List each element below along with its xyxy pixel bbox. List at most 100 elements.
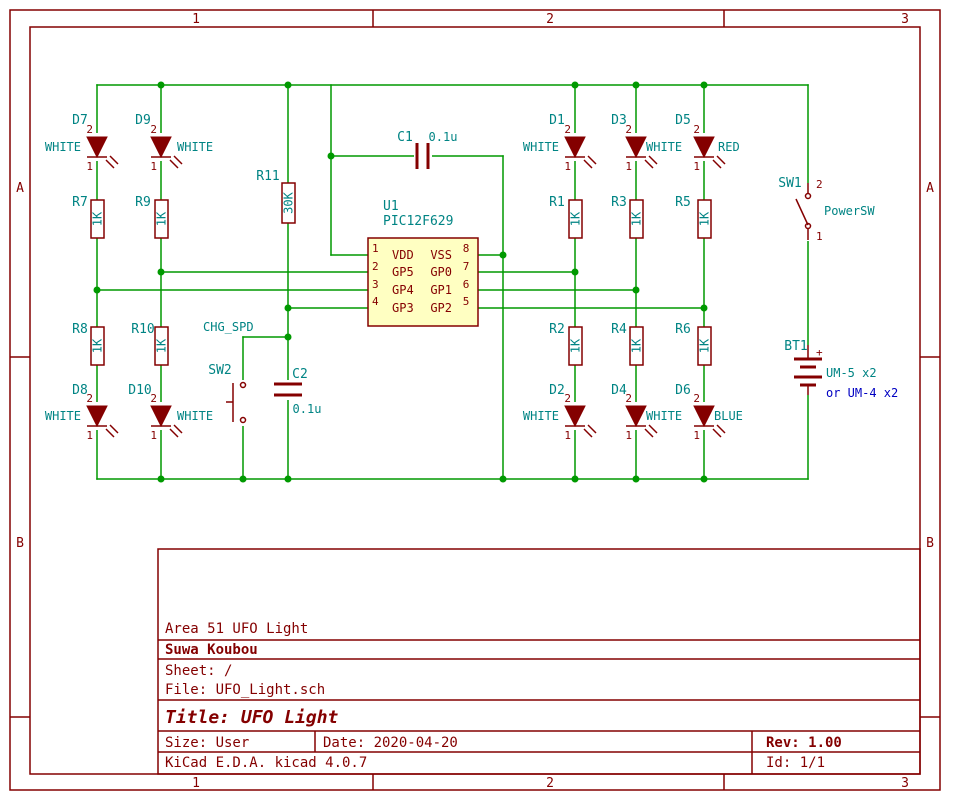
led-d4-value: WHITE [646,409,682,423]
led-d5-value: RED [718,140,740,154]
ruler-col-2-top: 2 [546,12,554,27]
resistor-r6: 1K R6 [675,322,712,366]
svg-text:2: 2 [86,392,93,405]
resistor-r5: 1K R5 [675,195,712,239]
resistor-r8-value: 1K [91,338,105,353]
svg-text:7: 7 [463,260,470,273]
title-block-size: Size: User [165,735,249,751]
capacitor-c2-value: 0.1u [293,402,322,416]
resistor-r6-value: 1K [698,338,712,353]
resistor-r4: 1K R4 [611,322,644,366]
led-d6: 2 1 D6 BLUE [675,383,743,442]
resistor-r2: 1K R2 [549,322,583,366]
resistor-r1: 1K R1 [549,195,583,239]
net-label-chg-spd: CHG_SPD [203,320,254,334]
switch-sw1: 2 1 SW1 PowerSW [778,176,875,243]
svg-text:3: 3 [372,278,379,291]
led-d10-ref: D10 [128,383,151,398]
title-block-sheet: Sheet: / [165,663,232,679]
outer-border [9,9,941,791]
ruler-row-a-right: A [926,181,934,196]
svg-text:2: 2 [564,392,571,405]
resistor-r1-ref: R1 [549,195,565,210]
svg-text:2: 2 [816,178,823,191]
led-d6-value: BLUE [714,409,743,423]
svg-text:1: 1 [564,160,571,173]
resistor-r8: 1K R8 [72,322,105,366]
ic-u1: U1 PIC12F629 1 VDD 2 GP5 3 GP4 4 GP3 8 V… [367,199,479,327]
resistor-r9-ref: R9 [135,195,151,210]
led-d9: 2 1 D9 WHITE [135,113,213,173]
battery-bt1-value: UM-5 x2 [826,366,877,380]
title-block-file: File: UFO_Light.sch [165,682,325,698]
capacitor-c1: C1 0.1u [397,130,457,170]
switch-sw2-ref: SW2 [208,363,231,378]
svg-text:GP2: GP2 [430,301,452,315]
resistor-r3-value: 1K [630,211,644,226]
title-block-company: Suwa Koubou [165,642,258,658]
ruler-row-b-right: B [926,536,934,551]
led-d8-value: WHITE [45,409,81,423]
resistor-r3: 1K R3 [611,195,644,239]
svg-text:1: 1 [564,429,571,442]
svg-text:1: 1 [150,429,157,442]
resistor-r4-ref: R4 [611,322,627,337]
led-d7-ref: D7 [72,113,88,128]
svg-text:1: 1 [150,160,157,173]
battery-bt1: + BT1 UM-5 x2 or UM-4 x2 [784,339,898,400]
svg-text:1: 1 [86,160,93,173]
ruler-ticks [10,10,940,790]
svg-text:1: 1 [816,230,823,243]
led-d8-ref: D8 [72,383,88,398]
svg-text:VSS: VSS [430,248,452,262]
ruler-col-3-bottom: 3 [901,776,909,791]
resistor-r2-ref: R2 [549,322,565,337]
led-d4: 2 1 D4 WHITE [611,383,682,442]
battery-plus-sign: + [816,346,823,359]
switch-sw1-value: PowerSW [824,204,875,218]
led-d3-value: WHITE [646,140,682,154]
svg-text:VDD: VDD [392,248,414,262]
switch-sw2: SW2 [208,363,250,426]
resistor-r11: 30K R11 [256,169,296,224]
ic-u1-value: PIC12F629 [383,214,453,229]
led-d4-ref: D4 [611,383,627,398]
capacitor-c1-ref: C1 [397,130,413,145]
resistor-r3-ref: R3 [611,195,627,210]
svg-text:1: 1 [625,429,632,442]
resistor-r7: 1K R7 [72,195,105,239]
resistor-r6-ref: R6 [675,322,691,337]
ic-u1-right-pins: 8 VSS 7 GP0 6 GP1 5 GP2 [430,242,469,315]
capacitor-c2-ref: C2 [292,367,308,382]
svg-text:2: 2 [693,392,700,405]
led-d2-ref: D2 [549,383,565,398]
svg-text:2: 2 [625,123,632,136]
led-d3: 2 1 D3 WHITE [611,113,682,173]
ic-u1-ref: U1 [383,199,399,214]
svg-text:2: 2 [150,123,157,136]
resistor-r8-ref: R8 [72,322,88,337]
resistor-r9: 1K R9 [135,195,169,239]
svg-text:1: 1 [86,429,93,442]
resistor-r5-value: 1K [698,211,712,226]
led-d9-value: WHITE [177,140,213,154]
capacitor-c1-value: 0.1u [429,130,458,144]
resistor-r11-ref: R11 [256,169,279,184]
ruler-col-1-top: 1 [192,12,200,27]
led-d8: 2 1 D8 WHITE [45,383,119,442]
capacitor-c2: C2 0.1u [273,367,321,416]
resistor-r2-value: 1K [569,338,583,353]
svg-text:6: 6 [463,278,470,291]
ruler-labels: 1 2 3 1 2 3 A A B B [16,12,934,791]
svg-text:2: 2 [86,123,93,136]
ruler-row-a-left: A [16,181,24,196]
svg-text:2: 2 [372,260,379,273]
resistor-r10: 1K R10 [131,322,169,366]
led-d1: 2 1 D1 WHITE [523,113,597,173]
svg-text:2: 2 [150,392,157,405]
resistor-r4-value: 1K [630,338,644,353]
resistor-r10-value: 1K [155,338,169,353]
led-d10-value: WHITE [177,409,213,423]
svg-text:8: 8 [463,242,470,255]
